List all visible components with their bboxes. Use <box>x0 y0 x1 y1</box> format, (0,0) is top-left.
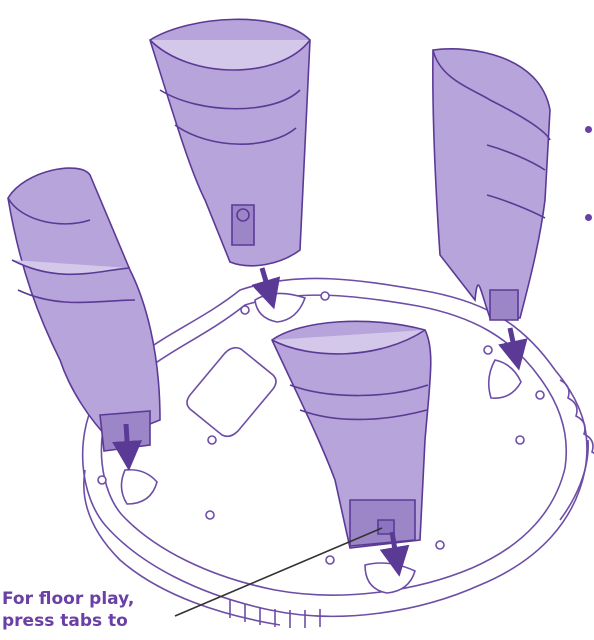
floor-play-callout: For floor play, press tabs to <box>2 588 192 632</box>
bullet-icon <box>585 214 592 221</box>
leg-right <box>433 49 550 320</box>
leg-back-center <box>150 19 310 265</box>
bullet-icon <box>585 126 592 133</box>
down-arrow-icon <box>126 424 128 456</box>
callout-line-2: press tabs to <box>2 610 192 632</box>
leg-left <box>8 168 160 451</box>
callout-line-1: For floor play, <box>2 588 192 610</box>
